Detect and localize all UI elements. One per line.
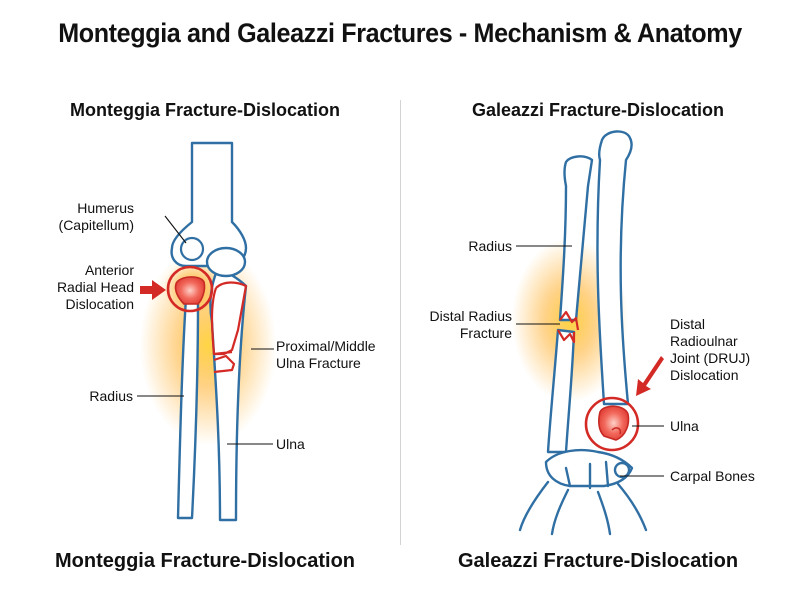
galeazzi-illustration <box>512 130 667 536</box>
dislocated-ulnar-head <box>598 405 630 441</box>
galeazzi-ulna-bone <box>596 130 633 406</box>
radial-head <box>174 276 206 305</box>
monteggia-illustration <box>137 141 276 522</box>
druj-ring <box>584 396 640 452</box>
monteggia-heading: Monteggia Fracture-Dislocation <box>69 100 341 120</box>
label-radius: Radius <box>89 388 133 404</box>
label-radial-head-dislocation: Anterior Radial Head Dislocation <box>56 262 134 312</box>
capitellum <box>179 236 205 262</box>
galeazzi-heading: Galeazzi Fracture-Dislocation <box>471 100 725 120</box>
trochlea <box>205 246 247 278</box>
label-ulna-fracture: Proximal/Middle Ulna Fracture <box>276 338 376 371</box>
dislocation-arrow <box>140 280 166 300</box>
druj-arrow <box>636 356 667 396</box>
monteggia-caption: Monteggia Fracture-Dislocation <box>54 550 356 572</box>
radius-bone <box>176 296 200 520</box>
galeazzi-caption: Galeazzi Fracture-Dislocation <box>457 550 739 572</box>
label-distal-radius-fracture: Distal Radius Fracture <box>429 308 512 341</box>
label-ulna: Ulna <box>276 436 305 452</box>
label-carpal-bones: Carpal Bones <box>670 468 755 484</box>
label-humerus: Humerus (Capitellum) <box>58 200 134 233</box>
label-druj-dislocation: Distal Radioulnar Joint (DRUJ) Dislocati… <box>670 316 751 383</box>
page-title: Monteggia and Galeazzi Fractures - Mecha… <box>58 18 742 48</box>
metacarpals <box>518 480 648 536</box>
label-galeazzi-ulna: Ulna <box>670 418 699 434</box>
panel-divider <box>400 100 401 545</box>
label-galeazzi-radius: Radius <box>468 238 512 254</box>
radius-fracture-line <box>559 310 580 331</box>
radial-head-dislocation-ring <box>166 265 214 313</box>
